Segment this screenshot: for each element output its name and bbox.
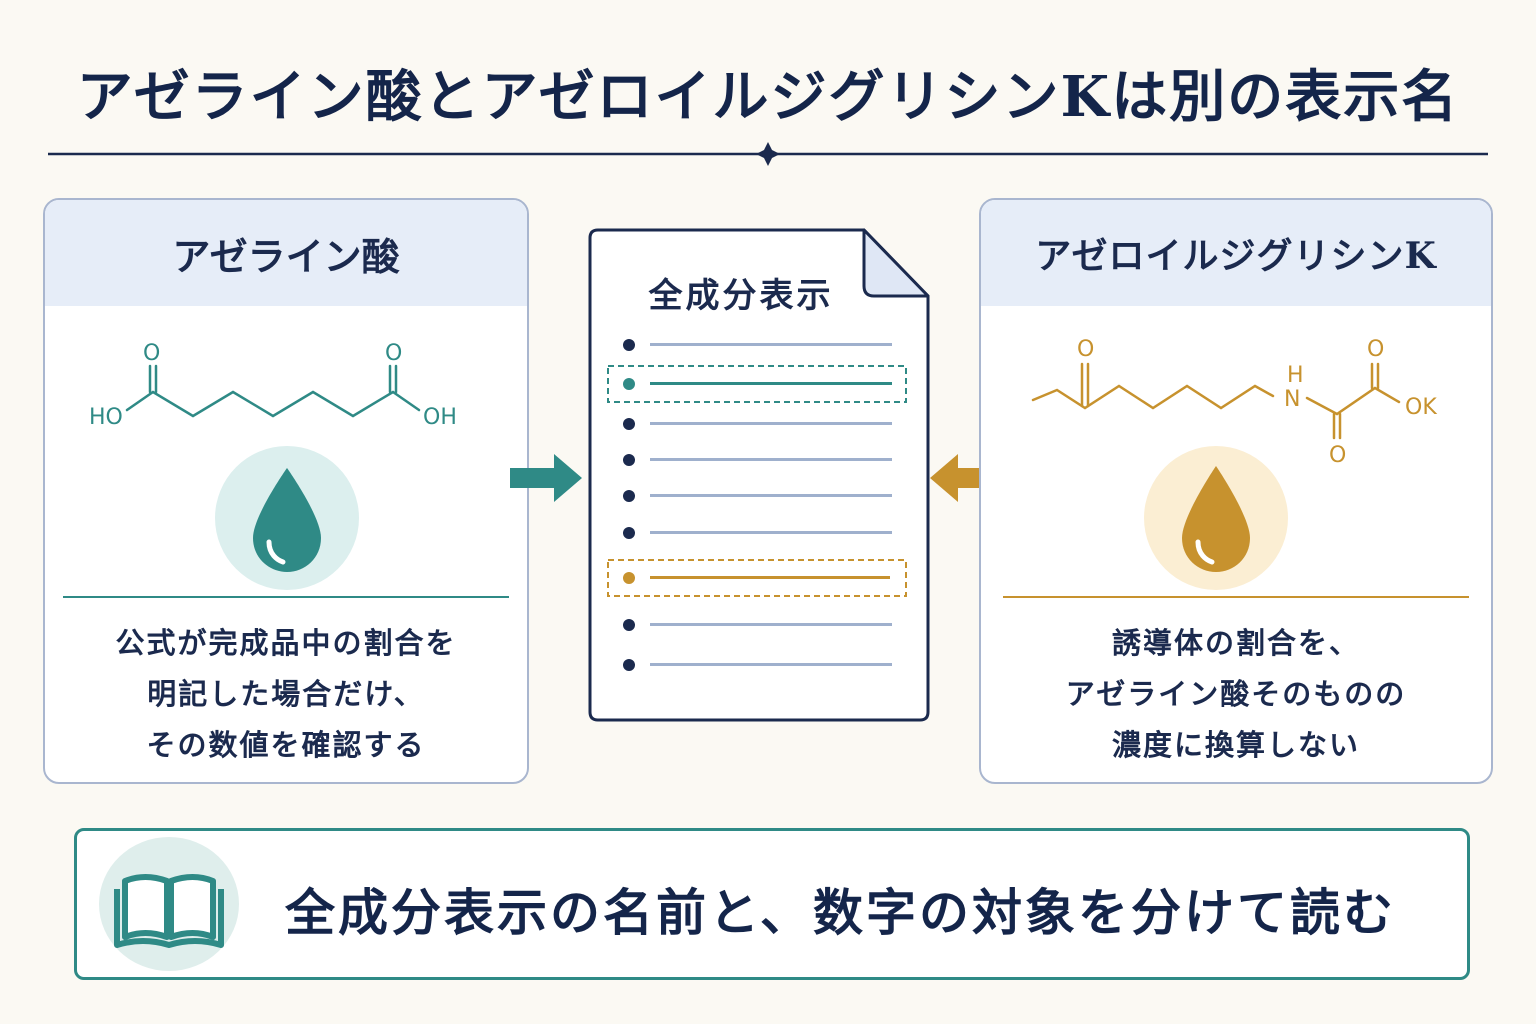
azelaic-acid-panel: アゼライン酸 O O HO OH 公式が完成品中の割合を 明記した場合だけ、 そ… — [43, 198, 529, 784]
panel-heading: アゼロイルジグリシンK — [981, 200, 1491, 306]
list-line — [650, 494, 892, 497]
title-divider — [48, 142, 1488, 166]
open-book-icon — [114, 874, 224, 948]
o-label: O — [1329, 443, 1346, 466]
o-label: O — [143, 341, 160, 366]
page-title: アゼライン酸とアゼロイルジグリシンKは別の表示名 — [76, 64, 1460, 130]
panel-description: 誘導体の割合を、 アゼライン酸そのものの 濃度に換算しない — [981, 618, 1491, 771]
list-bullet — [623, 572, 635, 584]
list-line — [650, 382, 892, 385]
panel-heading: アゼライン酸 — [45, 200, 527, 306]
panel-divider — [1003, 596, 1469, 598]
summary-text: 全成分表示の名前と、数字の対象を分けて読む — [285, 883, 1396, 942]
list-line — [650, 343, 892, 346]
o-label: O — [1367, 337, 1384, 362]
list-line — [650, 623, 892, 626]
panel-description: 公式が完成品中の割合を 明記した場合だけ、 その数値を確認する — [45, 618, 527, 771]
list-line — [650, 576, 890, 579]
document-title: 全成分表示 — [648, 276, 834, 316]
description-line: 濃度に換算しない — [1111, 728, 1360, 762]
list-bullet — [623, 619, 635, 631]
list-bullet — [623, 378, 635, 390]
n-label: N — [1284, 387, 1300, 412]
description-line: アゼライン酸そのものの — [1065, 677, 1407, 711]
h-label: H — [1287, 363, 1304, 388]
ho-label: HO — [89, 405, 123, 430]
drop-badge — [215, 446, 359, 590]
list-bullet — [623, 490, 635, 502]
arrow-left-icon — [930, 454, 998, 502]
list-line — [650, 531, 892, 534]
list-bullet — [623, 339, 635, 351]
highlight-box — [607, 365, 907, 403]
drop-badge — [1144, 446, 1288, 590]
water-drop-icon — [253, 468, 321, 572]
ingredient-list — [607, 339, 907, 671]
list-line — [650, 663, 892, 666]
list-line — [650, 458, 892, 461]
summary-banner: 全成分表示の名前と、数字の対象を分けて読む — [74, 828, 1470, 980]
o-label: O — [1077, 337, 1094, 362]
document-icon — [588, 228, 930, 722]
list-line — [650, 422, 892, 425]
o-label: O — [385, 341, 402, 366]
oh-label: OH — [423, 405, 457, 430]
azeloyl-diglycinate-structure: O H N O OK O — [1031, 337, 1437, 466]
book-badge — [99, 837, 239, 971]
highlight-box — [607, 559, 907, 597]
ok-label: OK — [1405, 395, 1437, 420]
description-line: 誘導体の割合を、 — [1111, 626, 1360, 660]
list-bullet — [623, 418, 635, 430]
azeloyl-diglycinate-panel: アゼロイルジグリシンK O H N O OK O 誘導体の割合を、 アゼライ — [979, 198, 1493, 784]
description-line: 明記した場合だけ、 — [147, 677, 425, 711]
list-bullet — [623, 527, 635, 539]
panel-divider — [63, 596, 509, 598]
list-bullet — [623, 659, 635, 671]
description-line: 公式が完成品中の割合を — [115, 626, 457, 660]
sparkle-icon — [756, 142, 780, 166]
arrow-right-icon — [510, 454, 582, 502]
description-line: その数値を確認する — [146, 728, 426, 762]
azelaic-acid-structure: O O HO OH — [89, 341, 457, 430]
water-drop-icon — [1182, 466, 1250, 572]
list-bullet — [623, 454, 635, 466]
